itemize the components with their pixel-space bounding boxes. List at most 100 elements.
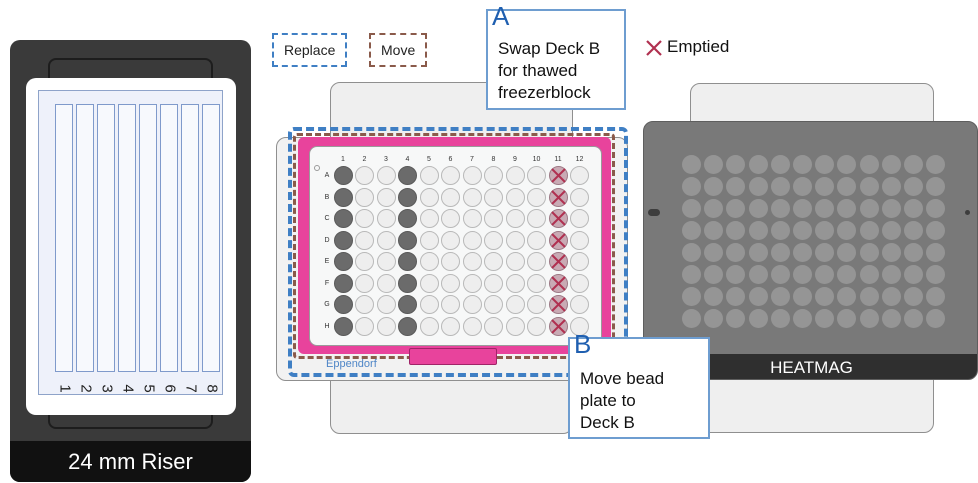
plate-row-label: F <box>324 279 330 287</box>
heatmag-well <box>704 287 724 306</box>
plate-well <box>462 316 482 336</box>
plate-well <box>376 166 396 185</box>
plate-well <box>355 273 374 293</box>
plate-well <box>355 252 374 271</box>
plate-well <box>333 295 353 314</box>
heatmag-well <box>770 221 790 240</box>
plate-well <box>505 166 525 185</box>
heatmag-well <box>726 155 746 174</box>
plate-well <box>355 295 374 314</box>
legend-emptied: Emptied <box>667 37 730 56</box>
heatmag-well <box>726 309 746 328</box>
reservoir-lane-label: 3 <box>98 384 116 393</box>
plate-well <box>376 209 396 228</box>
heatmag-well <box>881 287 901 306</box>
heatmag-well <box>704 243 724 262</box>
plate-well <box>441 166 460 185</box>
plate-well <box>441 273 460 293</box>
plate-well <box>333 273 353 293</box>
plate-well <box>570 166 589 185</box>
heatmag-well <box>926 199 946 218</box>
plate-well <box>570 187 589 207</box>
plate-row-label: H <box>324 322 330 330</box>
riser-label-bar: 24 mm Riser <box>10 441 251 482</box>
emptied-x-icon <box>644 38 664 58</box>
heatmag-well <box>704 265 724 284</box>
plate-column-label: 5 <box>427 156 431 163</box>
plate-well <box>355 230 374 250</box>
heatmag-well <box>815 221 835 240</box>
heatmag-well <box>770 243 790 262</box>
reservoir-lane <box>160 104 178 372</box>
plate-well <box>398 273 417 293</box>
heatmag-well <box>881 243 901 262</box>
plate-well <box>505 230 525 250</box>
plate-well <box>527 230 546 250</box>
heatmag-well <box>837 309 857 328</box>
plate-column-label: 3 <box>384 156 388 163</box>
heatmag-well <box>726 265 746 284</box>
replace-dashed-outline <box>288 127 628 377</box>
heatmag-well <box>748 221 768 240</box>
plate-well <box>419 166 439 185</box>
heatmag-well <box>793 265 812 284</box>
plate-well <box>419 273 439 293</box>
callout-b-letter: B <box>574 329 592 359</box>
heatmag-well <box>704 221 724 240</box>
heatmag-module: HEATMAG <box>643 121 978 380</box>
heatmag-well <box>770 199 790 218</box>
plate-well <box>441 209 460 228</box>
plate-column-label: 7 <box>470 156 474 163</box>
plate-well <box>548 316 568 336</box>
plate-column-label: 11 <box>554 156 562 163</box>
plate-well <box>462 187 482 207</box>
heatmag-well <box>748 199 768 218</box>
plate-well <box>484 166 503 185</box>
heatmag-well <box>904 177 923 196</box>
heatmag-well <box>704 155 724 174</box>
plate-well <box>355 187 374 207</box>
plate-well <box>570 209 589 228</box>
plate-well <box>462 295 482 314</box>
heatmag-well <box>926 177 946 196</box>
reservoir-lane <box>118 104 136 372</box>
heatmag-well <box>837 287 857 306</box>
plate-well <box>548 252 568 271</box>
heatmag-well <box>881 221 901 240</box>
heatmag-well <box>881 155 901 174</box>
heatmag-well <box>837 199 857 218</box>
heatmag-well <box>859 265 879 284</box>
heatmag-well <box>926 309 946 328</box>
heatmag-well <box>793 309 812 328</box>
plate-well <box>484 273 503 293</box>
heatmag-well <box>926 243 946 262</box>
plate-well <box>355 209 374 228</box>
plate-well <box>505 316 525 336</box>
heatmag-well <box>682 155 701 174</box>
plate-well <box>333 209 353 228</box>
heatmag-well <box>682 265 701 284</box>
plate-well <box>419 295 439 314</box>
heatmag-well <box>815 199 835 218</box>
plate-row-label: D <box>324 236 330 244</box>
heatmag-well <box>770 155 790 174</box>
heatmag-well <box>904 199 923 218</box>
plate-well <box>333 316 353 336</box>
heatmag-well <box>770 265 790 284</box>
plate-brand: Eppendorf <box>326 358 377 370</box>
plate-column-label: 12 <box>575 156 584 163</box>
plate-column-label: 9 <box>513 156 517 163</box>
heatmag-well <box>793 287 812 306</box>
heatmag-well <box>904 243 923 262</box>
heatmag-well <box>793 221 812 240</box>
heatmag-well <box>837 155 857 174</box>
callout-b-text: Move bead plate to Deck B <box>580 369 665 432</box>
plate-well <box>484 209 503 228</box>
heatmag-well <box>704 199 724 218</box>
plate-well <box>505 273 525 293</box>
heatmag-well <box>881 177 901 196</box>
plate-well <box>441 230 460 250</box>
reservoir-lane <box>97 104 115 372</box>
plate-well <box>570 230 589 250</box>
